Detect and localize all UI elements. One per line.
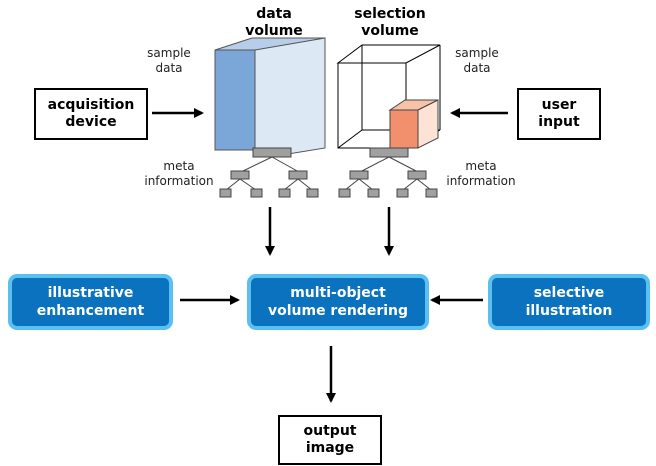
meta-tree-right (338, 147, 438, 198)
meta-tree-left (219, 147, 319, 198)
data-cube-front (214, 49, 256, 151)
acquisition-device-box: acquisition device (34, 88, 148, 140)
output-image-box: output image (278, 415, 382, 465)
output-image-label: output image (303, 423, 357, 456)
selection-volume-label: selection volume (354, 6, 426, 39)
selective-illustration-label: selective illustration (525, 285, 613, 319)
user-input-label: user input (538, 97, 580, 130)
data-cube-side (254, 37, 326, 155)
data-volume-cube (214, 37, 326, 155)
meta-information-right-label: meta information (446, 159, 516, 188)
selective-illustration-box: selective illustration (488, 274, 650, 330)
selection-volume-cube (336, 44, 441, 149)
data-volume-label: data volume (245, 6, 303, 39)
user-input-box: user input (517, 88, 601, 140)
multi-object-rendering-label: multi-object volume rendering (267, 285, 409, 319)
sample-data-left-label: sample data (147, 46, 191, 75)
multi-object-rendering-box: multi-object volume rendering (247, 274, 429, 330)
selection-cube-front (389, 109, 419, 149)
illustrative-enhancement-label: illustrative enhancement (36, 285, 145, 319)
illustrative-enhancement-box: illustrative enhancement (8, 274, 173, 330)
meta-information-left-label: meta information (144, 159, 214, 188)
sample-data-right-label: sample data (455, 46, 499, 75)
acquisition-device-label: acquisition device (47, 97, 135, 130)
